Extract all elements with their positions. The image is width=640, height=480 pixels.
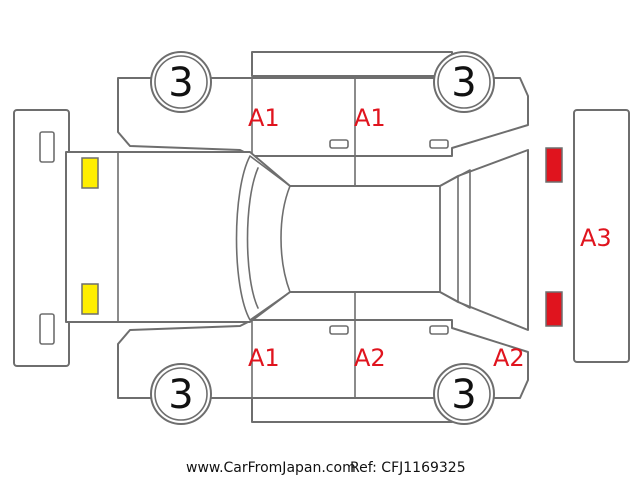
tire-top-right: 3 <box>433 51 495 113</box>
footer-ref-text: Ref: CFJ1169325 <box>350 460 466 476</box>
tire-bottom-left-label: 3 <box>168 372 193 418</box>
tire-bottom-right: 3 <box>433 363 495 425</box>
tire-bottom-right-label: 3 <box>451 372 476 418</box>
bottom-side-sill <box>251 397 453 423</box>
tire-top-left: 3 <box>150 51 212 113</box>
front-left-light-marker <box>81 157 99 189</box>
footer-site-text: www.CarFromJapan.com <box>186 460 356 476</box>
rear-bumper <box>573 109 630 363</box>
tire-top-left-label: 3 <box>168 60 193 106</box>
front-bumper <box>13 109 70 367</box>
damage-code-top-front-door: A1 <box>248 104 280 132</box>
front-right-light-marker <box>81 283 99 315</box>
tire-bottom-left: 3 <box>150 363 212 425</box>
damage-code-bottom-front-fender: A1 <box>248 344 280 372</box>
damage-code-bottom-rear-door: A2 <box>354 344 386 372</box>
damage-code-bottom-rear-quarter: A2 <box>493 344 525 372</box>
rear-left-light-marker <box>545 147 563 183</box>
rear-right-light-marker <box>545 291 563 327</box>
top-side-sill <box>251 51 453 77</box>
tire-top-right-label: 3 <box>451 60 476 106</box>
top-side-panel <box>117 77 529 185</box>
damage-code-rear-bumper: A3 <box>580 224 612 252</box>
car-body-top-view <box>65 149 529 331</box>
damage-code-top-rear-door: A1 <box>354 104 386 132</box>
